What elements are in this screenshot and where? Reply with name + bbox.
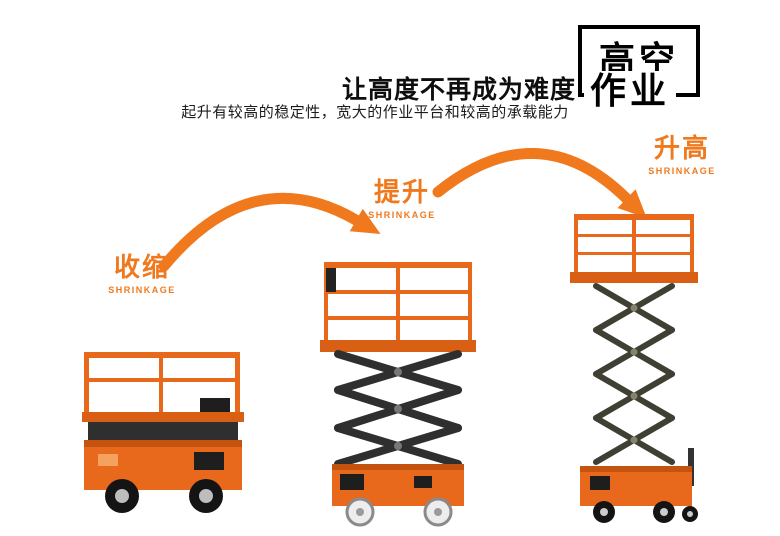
scissor-lift-collapsed-image: [82, 352, 244, 513]
stage-label-lifting-en: SHRINKAGE: [368, 210, 436, 220]
badge-line2: 作业: [584, 71, 677, 111]
stage-label-collapsed: 收缩 SHRINKAGE: [92, 247, 192, 295]
stage-label-collapsed-cn: 收缩: [113, 252, 170, 282]
stage-label-raised-en: SHRINKAGE: [648, 166, 716, 176]
badge: 高空 作业: [578, 25, 700, 111]
page-title: 让高度不再成为难度: [341, 76, 576, 104]
stage-label-lifting-cn: 提升: [373, 177, 430, 207]
scissor-lift-raised-image: [570, 214, 698, 523]
stage-label-raised-cn: 升高: [653, 133, 710, 163]
page-subtitle: 起升有较高的稳定性，宽大的作业平台和较高的承载能力: [181, 104, 569, 121]
stage-label-lifting: 提升 SHRINKAGE: [352, 172, 452, 220]
stage-label-collapsed-en: SHRINKAGE: [108, 285, 176, 295]
scissor-lift-mid-image: [320, 262, 476, 527]
stage-label-raised: 升高 SHRINKAGE: [632, 128, 732, 176]
